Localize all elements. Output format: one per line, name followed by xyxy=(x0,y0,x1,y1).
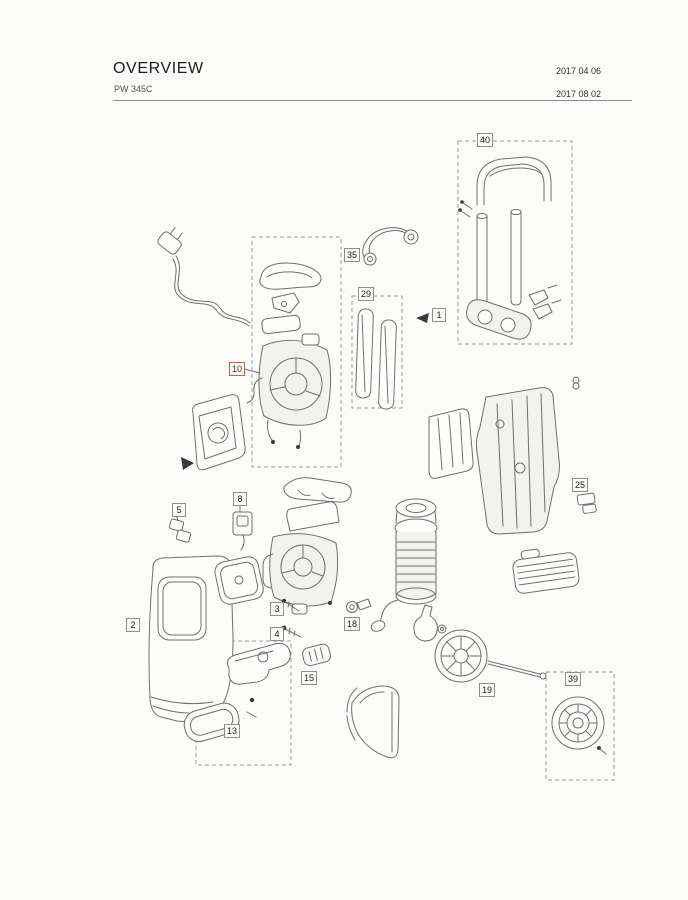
part-handle-grip xyxy=(227,642,291,685)
group-box-40 xyxy=(457,140,573,345)
part-screw xyxy=(281,625,302,638)
part-motor-assembly-lower xyxy=(262,501,340,615)
part-trim-strips xyxy=(355,308,397,410)
part-clip xyxy=(576,492,597,514)
callout-40[interactable]: 40 xyxy=(477,133,494,147)
part-trolley-handle xyxy=(458,156,562,340)
header-divider xyxy=(113,100,632,101)
part-power-cord xyxy=(157,227,251,327)
part-wheel-right xyxy=(551,696,607,755)
callout-1[interactable]: 1 xyxy=(432,308,446,322)
page-title: OVERVIEW xyxy=(113,60,204,77)
part-micro-switch xyxy=(168,516,192,543)
callout-4[interactable]: 4 xyxy=(270,627,284,641)
callout-13[interactable]: 13 xyxy=(224,724,241,738)
callout-29[interactable]: 29 xyxy=(358,287,375,301)
part-inlet-fitting xyxy=(346,598,372,613)
part-switch xyxy=(232,505,253,551)
callout-25[interactable]: 25 xyxy=(572,478,589,492)
part-pump-assembly xyxy=(370,498,438,642)
group-box-10 xyxy=(251,236,342,468)
callout-5[interactable]: 5 xyxy=(172,503,186,517)
model-number: PW 345C xyxy=(114,84,153,94)
date-created: 2017 04 06 xyxy=(555,66,601,76)
part-motor-assembly-upper xyxy=(243,314,332,449)
callout-10[interactable]: 10 xyxy=(229,362,246,376)
date-revised: 2017 08 02 xyxy=(555,89,601,99)
part-fender xyxy=(346,685,400,759)
group-box-39 xyxy=(545,671,615,781)
arrow-pointer-panel xyxy=(181,457,194,470)
arrow-pointer-1 xyxy=(416,313,429,323)
part-front-cover xyxy=(148,555,234,722)
part-wheel-left xyxy=(434,624,547,683)
part-hose-hook xyxy=(362,227,419,266)
callout-18[interactable]: 18 xyxy=(344,617,361,631)
callout-8[interactable]: 8 xyxy=(233,492,247,506)
callout-19[interactable]: 19 xyxy=(479,683,496,697)
part-vent-cap xyxy=(301,643,331,667)
part-side-panel-left xyxy=(181,394,246,471)
callout-39[interactable]: 39 xyxy=(565,672,582,686)
callout-35[interactable]: 35 xyxy=(344,248,361,262)
callout-2[interactable]: 2 xyxy=(126,618,140,632)
part-accessory-holder xyxy=(283,477,352,503)
part-small-fastener xyxy=(572,376,580,390)
callout-15[interactable]: 15 xyxy=(301,671,318,685)
part-fasteners-13 xyxy=(246,697,257,718)
part-cooling-element xyxy=(512,548,580,594)
group-box-13 xyxy=(195,640,292,766)
part-cover-plate xyxy=(214,556,264,605)
group-box-29 xyxy=(351,295,403,409)
part-rear-chassis xyxy=(428,387,560,535)
callout-3[interactable]: 3 xyxy=(270,602,284,616)
part-top-handle-cover xyxy=(259,262,322,314)
